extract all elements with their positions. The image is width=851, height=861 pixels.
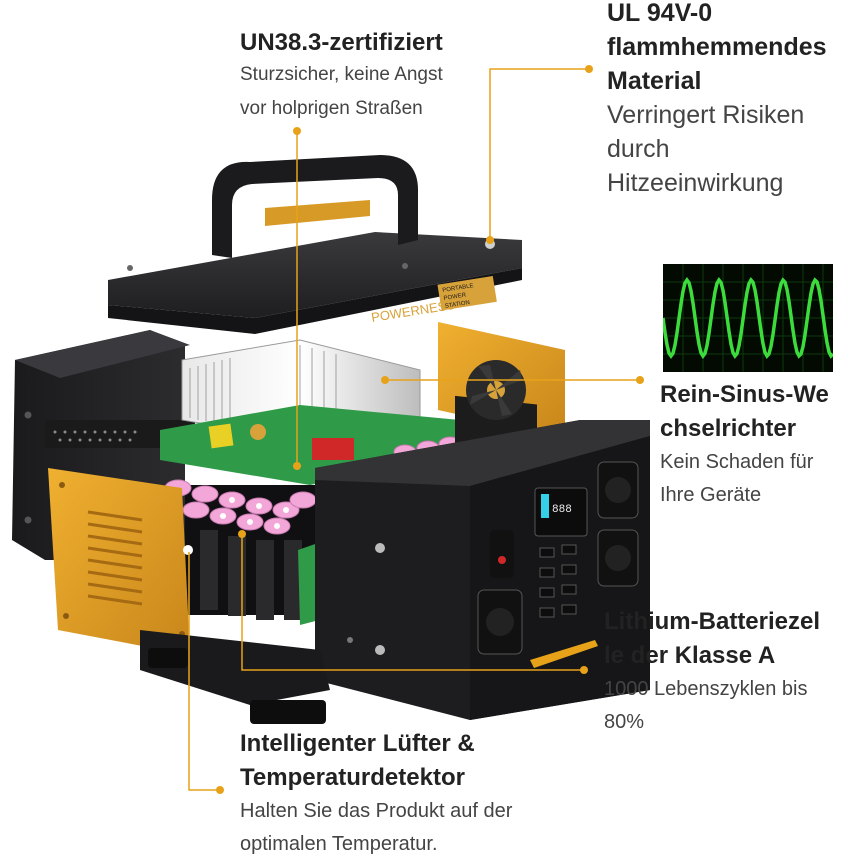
svg-text:POWER: POWER bbox=[443, 292, 467, 302]
screw-icon bbox=[59, 482, 65, 488]
callout-sine-inverter: Rein-Sinus-We chselrichter Kein Schaden … bbox=[660, 378, 829, 512]
screw-icon bbox=[24, 411, 32, 419]
screw-icon bbox=[402, 263, 408, 269]
dc-port-icon bbox=[477, 589, 523, 655]
screw-icon bbox=[375, 645, 385, 655]
orange-side-panel bbox=[48, 468, 193, 655]
callout-desc: Verringert Risiken bbox=[607, 101, 805, 129]
callout-title: Material bbox=[607, 67, 702, 95]
capacitor bbox=[208, 423, 234, 449]
power-button-icon bbox=[490, 530, 514, 578]
callout-desc: Sturzsicher, keine Angst bbox=[240, 64, 443, 85]
callout-ul94: UL 94V-0 flammhemmendes Material Verring… bbox=[607, 0, 827, 200]
callout-lines bbox=[188, 68, 638, 791]
screw-icon bbox=[375, 543, 385, 553]
sine-wave-panel bbox=[661, 264, 835, 372]
usb-port-icon bbox=[539, 544, 577, 618]
screw-icon bbox=[183, 545, 193, 555]
callout-desc: Hitzeeinwirkung bbox=[607, 169, 784, 197]
callout-title: UN38.3-zertifiziert bbox=[240, 29, 443, 56]
screw-icon bbox=[127, 265, 133, 271]
callout-desc: durch bbox=[607, 135, 670, 163]
callout-title: le der Klasse A bbox=[604, 642, 776, 669]
sine-wave-icon bbox=[661, 264, 835, 372]
side-vent bbox=[87, 510, 143, 606]
product-badge: PORTABLE POWER STATION bbox=[437, 276, 497, 311]
svg-text:888: 888 bbox=[552, 504, 572, 516]
callout-un38: UN38.3-zertifiziert Sturzsicher, keine A… bbox=[240, 28, 443, 126]
screw-icon bbox=[63, 613, 69, 619]
callout-desc: vor holprigen Straßen bbox=[240, 98, 423, 119]
bottom-base bbox=[140, 630, 330, 724]
top-lid: POWERNESS PORTABLE POWER STATION bbox=[108, 155, 522, 334]
callout-title: chselrichter bbox=[660, 415, 797, 442]
screw-icon bbox=[24, 516, 32, 524]
vent-grill bbox=[53, 430, 137, 442]
callout-desc: Kein Schaden für bbox=[660, 451, 814, 473]
fan-icon bbox=[466, 360, 526, 420]
callout-fan-detector: Intelligenter Lüfter & Temperaturdetekto… bbox=[240, 727, 512, 861]
ac-socket-icon bbox=[597, 461, 639, 587]
screw-icon bbox=[347, 637, 353, 643]
main-housing: 888 bbox=[315, 420, 650, 720]
callout-desc: 1000 Lebenszyklen bis bbox=[604, 678, 808, 700]
svg-text:STATION: STATION bbox=[445, 300, 471, 310]
callout-lithium-cells: Lithium-Batteriezel le der Klasse A 1000… bbox=[604, 605, 820, 739]
svg-text:PORTABLE: PORTABLE bbox=[442, 283, 474, 294]
callout-desc: optimalen Temperatur. bbox=[240, 833, 438, 855]
callout-title: Lithium-Batteriezel bbox=[604, 608, 821, 635]
callout-title: UL 94V-0 bbox=[607, 0, 713, 27]
callout-desc: Halten Sie das Produkt auf der bbox=[240, 800, 513, 822]
lcd-display: 888 bbox=[534, 487, 588, 537]
callout-desc: Ihre Geräte bbox=[660, 484, 762, 506]
callout-title: Rein-Sinus-We bbox=[660, 381, 829, 408]
callout-title: Intelligenter Lüfter & bbox=[240, 730, 475, 757]
callout-title: flammhemmendes bbox=[607, 33, 827, 61]
callout-dots bbox=[216, 65, 644, 794]
callout-desc: 80% bbox=[604, 711, 645, 733]
callout-title: Temperaturdetektor bbox=[240, 764, 465, 791]
